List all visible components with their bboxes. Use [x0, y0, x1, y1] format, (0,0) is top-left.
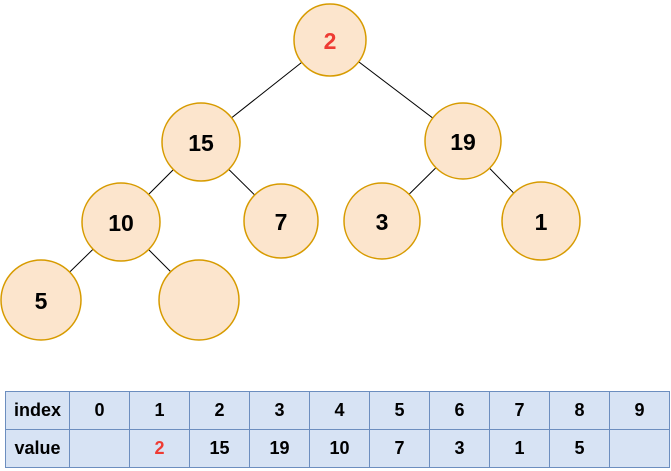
- value-cell-4: 10: [309, 429, 370, 468]
- index-cell-0: 0: [69, 391, 130, 430]
- value-row: value 2 15 19 10 7 3 1 5: [5, 429, 670, 468]
- tree-node-label: 5: [35, 288, 48, 314]
- tree-node-circle: [343, 182, 421, 260]
- index-cell-6: 6: [429, 391, 490, 430]
- array-table: index 0 1 2 3 4 5 6 7 8 9 value 2 15 19 …: [5, 391, 670, 468]
- value-cell-6: 3: [429, 429, 490, 468]
- value-cell-9: [609, 429, 670, 468]
- tree-node-circle: [0, 259, 82, 341]
- value-cell-2: 15: [189, 429, 250, 468]
- tree-node-circle: [158, 259, 240, 341]
- tree-node-circle: [293, 3, 367, 77]
- tree-node-circle: [501, 181, 581, 261]
- value-cell-5: 7: [369, 429, 430, 468]
- tree-node-empty: [158, 259, 240, 341]
- row-header-index: index: [5, 391, 70, 430]
- tree-node-label: 2: [324, 28, 337, 54]
- index-cell-5: 5: [369, 391, 430, 430]
- index-cell-4: 4: [309, 391, 370, 430]
- value-cell-7: 1: [489, 429, 550, 468]
- tree-node-label: 19: [450, 129, 476, 155]
- tree-node-1: 1: [501, 181, 581, 261]
- tree-node-circle: [243, 183, 319, 259]
- index-cell-7: 7: [489, 391, 550, 430]
- value-cell-8: 5: [549, 429, 610, 468]
- index-cell-3: 3: [249, 391, 310, 430]
- tree-node-7: 7: [243, 183, 319, 259]
- tree-node-10: 10: [81, 182, 161, 262]
- row-header-value: value: [5, 429, 70, 468]
- index-cell-1: 1: [129, 391, 190, 430]
- tree-node-label: 1: [535, 209, 548, 235]
- tree-node-label: 3: [376, 209, 389, 235]
- index-cell-9: 9: [609, 391, 670, 430]
- value-cell-3: 19: [249, 429, 310, 468]
- tree-node-circle: [81, 182, 161, 262]
- index-cell-8: 8: [549, 391, 610, 430]
- binary-tree-diagram: 2 15 19 10 7 3 1 5: [0, 3, 581, 341]
- tree-node-label: 10: [108, 210, 134, 236]
- tree-node-15: 15: [161, 102, 241, 182]
- tree-node-label: 7: [275, 209, 288, 235]
- index-cell-2: 2: [189, 391, 250, 430]
- index-row: index 0 1 2 3 4 5 6 7 8 9: [5, 391, 670, 430]
- tree-node-circle: [161, 102, 241, 182]
- tree-node-3: 3: [343, 182, 421, 260]
- value-cell-0: [69, 429, 130, 468]
- tree-node-circle: [424, 102, 502, 180]
- tree-node-root: 2: [293, 3, 367, 77]
- tree-node-label: 15: [188, 130, 214, 156]
- tree-node-19: 19: [424, 102, 502, 180]
- tree-node-5: 5: [0, 259, 82, 341]
- value-cell-1: 2: [129, 429, 190, 468]
